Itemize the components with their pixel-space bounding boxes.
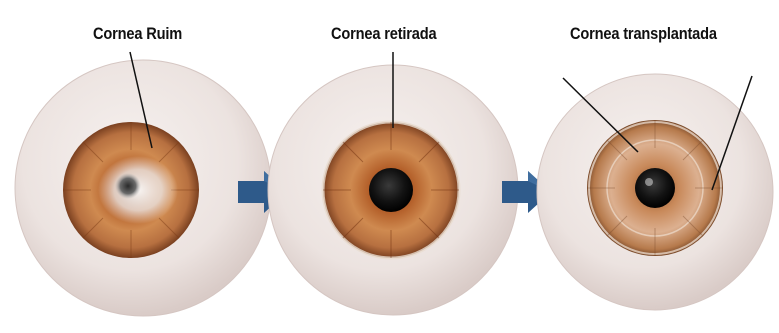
eye-bad-cornea (14, 51, 272, 317)
pupil-removed (369, 168, 413, 212)
pupil-bad (115, 173, 141, 199)
label-transplanted-cornea: Cornea transplantada (570, 24, 717, 43)
pupil-transplanted (635, 168, 675, 208)
pointer-line-3a (562, 77, 639, 153)
eye-transplanted-cornea (536, 73, 774, 311)
eye-removed-cornea (267, 52, 519, 316)
pointer-line-1 (129, 51, 153, 149)
pointer-line-3b (711, 75, 753, 191)
label-removed-cornea: Cornea retirada (331, 24, 437, 43)
label-bad-cornea: Cornea Ruim (93, 24, 183, 43)
